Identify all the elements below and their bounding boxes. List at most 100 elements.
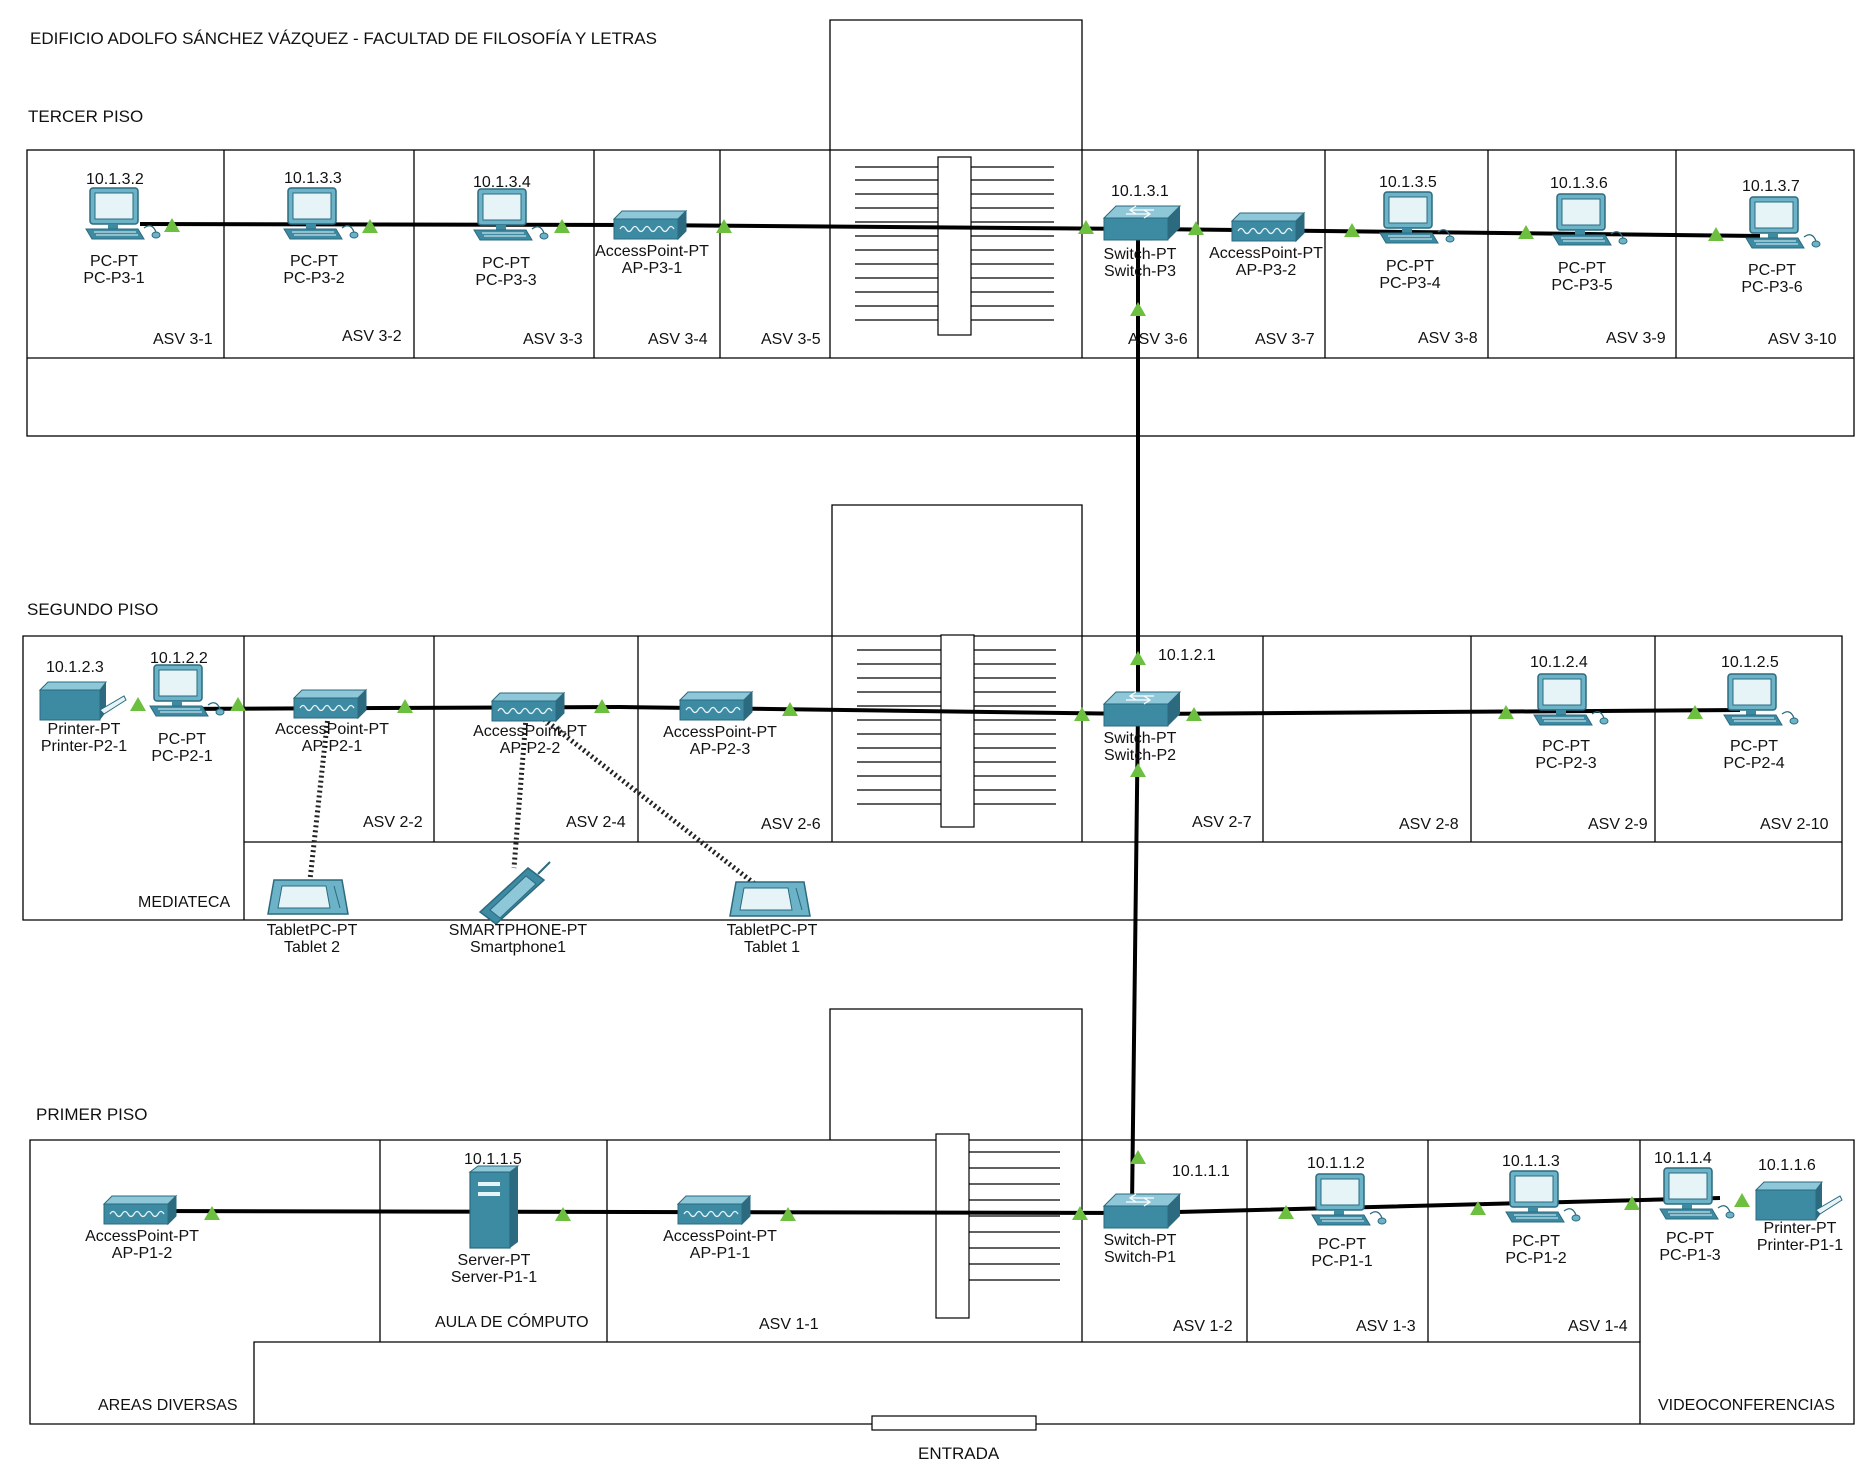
- device-name-label: PC-P1-3: [1659, 1247, 1720, 1264]
- first-floor-plan: [29, 1008, 1855, 1425]
- device-name-label: AP-P3-1: [622, 260, 683, 277]
- floor-heading-third: TERCER PISO: [28, 107, 143, 126]
- device-type-label: SMARTPHONE-PT: [449, 922, 588, 939]
- device-name-label: Smartphone1: [470, 939, 566, 956]
- device-name-label: Tablet 2: [284, 939, 340, 956]
- ip-label: 10.1.1.4: [1654, 1150, 1712, 1167]
- room-label: ASV 1-2: [1173, 1318, 1233, 1335]
- device-type-label: AccessPoint-PT: [85, 1228, 199, 1245]
- device-type-label: AccessPoint-PT: [595, 243, 709, 260]
- device-type-label: AccessPoint-PT: [663, 724, 777, 741]
- link-up-icon: [1130, 763, 1146, 777]
- ip-label: 10.1.1.3: [1502, 1153, 1560, 1170]
- access-point-ap-p2-1-icon[interactable]: [293, 689, 367, 719]
- room-label: AREAS DIVERSAS: [98, 1397, 238, 1414]
- access-point-ap-p1-2-icon[interactable]: [103, 1195, 177, 1225]
- pc-p3-6-icon[interactable]: [1745, 196, 1821, 249]
- room-label: ASV 2-2: [363, 814, 423, 831]
- first-floor-devices[interactable]: [103, 1165, 1843, 1249]
- access-point-ap-p2-2-icon[interactable]: [491, 692, 565, 722]
- device-type-label: PC-PT: [1558, 260, 1606, 277]
- pc-p3-1-icon[interactable]: [85, 187, 161, 240]
- wireless-link-tablet1: [538, 714, 762, 890]
- room-label: ASV 3-4: [648, 331, 708, 348]
- third-floor-stairs: [855, 156, 1054, 336]
- pc-p3-5-icon[interactable]: [1552, 193, 1628, 246]
- pc-p2-3-icon[interactable]: [1533, 673, 1609, 726]
- room-labels: ASV 3-1 ASV 3-2 ASV 3-3 ASV 3-4 ASV 3-5 …: [98, 328, 1837, 1414]
- device-type-label: Switch-PT: [1104, 1232, 1177, 1249]
- device-name-label: AP-P2-1: [302, 738, 363, 755]
- device-name-label: PC-P2-1: [151, 748, 212, 765]
- device-name-label: Server-P1-1: [451, 1269, 537, 1286]
- device-name-label: PC-P1-1: [1311, 1253, 1372, 1270]
- device-type-label: PC-PT: [482, 255, 530, 272]
- room-label: ASV 2-10: [1760, 816, 1829, 833]
- link-up-icon: [1130, 651, 1146, 665]
- device-name-label: Printer-P2-1: [41, 738, 127, 755]
- link-up-icon: [1734, 1193, 1750, 1207]
- device-type-label: AccessPoint-PT: [473, 723, 587, 740]
- ip-label: 10.1.3.5: [1379, 174, 1437, 191]
- second-floor-devices[interactable]: [39, 664, 1799, 925]
- link-up-icon: [130, 697, 146, 711]
- ip-label: 10.1.3.2: [86, 171, 144, 188]
- server-p1-1-icon[interactable]: [469, 1165, 519, 1249]
- pc-p3-2-icon[interactable]: [283, 187, 359, 240]
- room-label: ASV 2-6: [761, 816, 821, 833]
- switch-p3-icon[interactable]: [1103, 205, 1181, 241]
- room-label: MEDIATECA: [138, 894, 230, 911]
- link-up-icon: [1624, 1196, 1640, 1210]
- smartphone1-icon[interactable]: [479, 861, 551, 925]
- printer-p1-1-icon[interactable]: [1755, 1181, 1843, 1221]
- ip-label: 10.1.1.1: [1172, 1163, 1230, 1180]
- room-label: ASV 3-6: [1128, 331, 1188, 348]
- ip-label: 10.1.3.7: [1742, 178, 1800, 195]
- access-point-ap-p3-2-icon[interactable]: [1231, 212, 1305, 242]
- ip-label: 10.1.2.1: [1158, 647, 1216, 664]
- access-point-ap-p1-1-icon[interactable]: [677, 1195, 751, 1225]
- room-label: ASV 2-4: [566, 814, 626, 831]
- device-type-label: PC-PT: [1666, 1230, 1714, 1247]
- device-name-label: AP-P2-2: [500, 740, 561, 757]
- pc-p1-3-icon[interactable]: [1659, 1167, 1735, 1220]
- device-type-label: PC-PT: [1730, 738, 1778, 755]
- room-label: ASV 3-9: [1606, 330, 1666, 347]
- pc-p1-1-icon[interactable]: [1311, 1173, 1387, 1226]
- device-name-label: AP-P1-1: [690, 1245, 751, 1262]
- ip-labels: 10.1.3.2 10.1.3.3 10.1.3.4 10.1.3.1 10.1…: [46, 170, 1816, 1180]
- device-type-label: TabletPC-PT: [267, 922, 358, 939]
- device-type-label: PC-PT: [290, 253, 338, 270]
- device-type-label: PC-PT: [1748, 262, 1796, 279]
- floor-heading-first: PRIMER PISO: [36, 1105, 147, 1124]
- room-label: ASV 2-7: [1192, 814, 1252, 831]
- room-label: ASV 1-1: [759, 1316, 819, 1333]
- access-point-ap-p2-3-icon[interactable]: [679, 691, 753, 721]
- device-type-label: Server-PT: [458, 1252, 531, 1269]
- device-name-label: Switch-P3: [1104, 263, 1176, 280]
- ip-label: 10.1.2.2: [150, 650, 208, 667]
- ip-label: 10.1.1.6: [1758, 1157, 1816, 1174]
- switch-p1-icon[interactable]: [1103, 1193, 1181, 1229]
- pc-p3-3-icon[interactable]: [473, 188, 549, 241]
- tablet-1-icon[interactable]: [729, 881, 811, 917]
- wireless-link-smartphone1: [511, 717, 529, 869]
- access-point-ap-p3-1-icon[interactable]: [613, 210, 687, 240]
- device-type-label: PC-PT: [90, 253, 138, 270]
- device-type-label: TabletPC-PT: [727, 922, 818, 939]
- device-type-label: PC-PT: [1386, 258, 1434, 275]
- pc-p2-4-icon[interactable]: [1723, 673, 1799, 726]
- link-up-icon: [555, 1207, 571, 1221]
- tablet-2-icon[interactable]: [267, 879, 349, 915]
- device-name-label: PC-P1-2: [1505, 1250, 1566, 1267]
- ip-label: 10.1.1.5: [464, 1151, 522, 1168]
- printer-p2-1-icon[interactable]: [39, 681, 127, 721]
- pc-p1-2-icon[interactable]: [1505, 1170, 1581, 1223]
- room-label: ASV 2-8: [1399, 816, 1459, 833]
- room-label: ASV 3-5: [761, 331, 821, 348]
- room-label: ASV 1-4: [1568, 1318, 1628, 1335]
- pc-p3-4-icon[interactable]: [1379, 191, 1455, 244]
- switch-p2-icon[interactable]: [1103, 691, 1181, 727]
- device-name-label: PC-P3-1: [83, 270, 144, 287]
